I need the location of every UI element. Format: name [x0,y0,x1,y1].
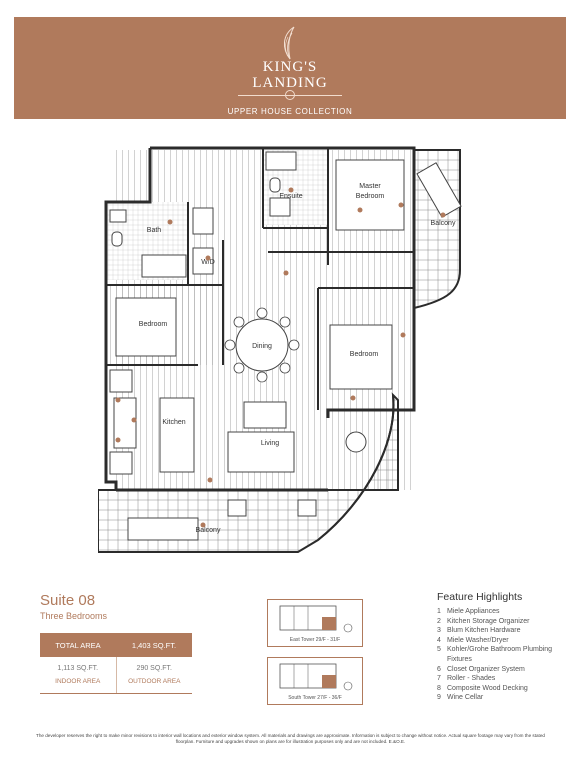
keymap-east-caption: East Tower 29/F - 31/F [289,637,341,643]
walls [104,146,416,492]
disclaimer: The developer reserves the right to make… [36,733,545,744]
total-area-label: TOTAL AREA [55,640,101,650]
balcony-dining-table [127,517,199,541]
label-kitchen: Kitchen [162,419,185,426]
keymap-south-tower: South Tower 27/F - 36/F [267,657,363,705]
header-banner: KING'S LANDING UPPER HOUSE COLLECTION [14,17,566,119]
label-bedroom2: Bedroom [350,351,379,358]
brand-line2: LANDING [252,75,328,91]
label-living: Living [261,440,279,447]
indoor-area-cell: 1,113 SQ.FT. INDOOR AREA [40,657,117,693]
dining-chairs [224,307,300,383]
east-tower-keyplan-icon [279,605,353,633]
kitchen-island [159,397,195,473]
label-dining: Dining [252,343,272,350]
area-total-row: TOTAL AREA 1,403 SQ.FT. [40,633,192,657]
living-sofa [227,431,295,473]
suite-subtitle: Three Bedrooms [40,611,108,621]
label-master-line1: Master [359,183,381,190]
bedroom1-bed [115,297,177,357]
balcony-lounger [416,162,462,218]
interior-walls [106,148,414,410]
balcony-seat-2 [297,499,317,517]
label-wd: W/D [201,259,215,266]
label-master-line2: Bedroom [356,193,385,200]
label-bath: Bath [147,227,162,234]
balcony-right [317,394,399,541]
fixtures [109,151,297,475]
keymap-south-caption: South Tower 27/F - 36/F [288,695,342,701]
outdoor-area-cell: 290 SQ.FT. OUTDOOR AREA [117,657,193,693]
dining-table [235,318,289,372]
brand-name: KING'S LANDING [14,59,566,91]
label-balcony-top: Balcony [431,220,456,227]
total-area-value: 1,403 SQ.FT. [131,640,177,650]
outdoor-area-value: 290 SQ.FT. [136,665,172,672]
label-balcony-bottom: Balcony [196,527,221,534]
indoor-area-label: INDOOR AREA [55,678,101,685]
brand-emblem-icon [285,90,295,100]
keymap-east-tower: East Tower 29/F - 31/F [267,599,363,647]
outdoor-area-label: OUTDOOR AREA [128,678,181,685]
feather-logo-icon [284,26,295,60]
collection-name: UPPER HOUSE COLLECTION [227,107,353,116]
master-bed [335,159,405,231]
floor-plan: Master Bedroom Ensuite Bath W/D Bedroom … [98,146,462,553]
features-title: Feature Highlights [437,591,523,603]
label-bedroom1: Bedroom [139,321,168,328]
area-breakdown-row: 1,113 SQ.FT. INDOOR AREA 290 SQ.FT. OUTD… [40,657,192,694]
area-table: TOTAL AREA 1,403 SQ.FT. 1,113 SQ.FT. IND… [40,633,192,694]
balcony-round-table [345,431,367,453]
indoor-area-value: 1,113 SQ.FT. [57,665,99,672]
south-tower-keyplan-icon [279,663,353,691]
brand-line1: KING'S [262,59,318,75]
label-ensuite: Ensuite [279,193,302,200]
bedroom2-bed [329,324,393,390]
feature-markers [115,187,446,528]
balcony-seat-1 [227,499,247,517]
living-table [243,401,287,429]
suite-title: Suite 08 [40,592,96,609]
